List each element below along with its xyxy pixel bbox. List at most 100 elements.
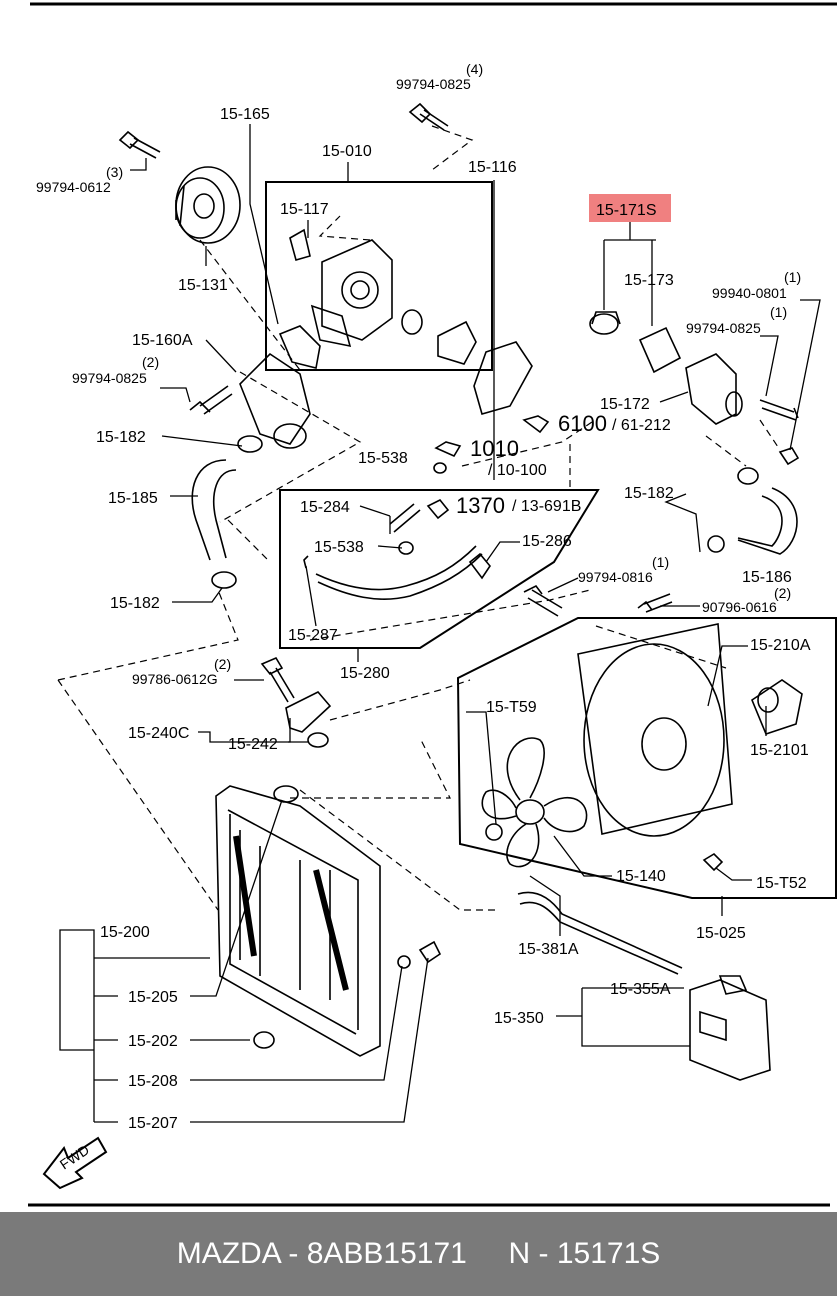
radiator-15-200 [215,785,381,1057]
highlight-box [589,194,671,222]
label-99794-0825-right: 99794-0825 [686,320,761,336]
fan-shroud-box [456,617,837,899]
label-99794-0825-left: 99794-0825 [72,370,147,386]
label-15-165: 15-165 [220,106,270,123]
label-13-691b: / 13-691B [512,498,581,515]
drain-plug-15-202 [253,1031,275,1049]
label-15-186: 15-186 [742,569,792,586]
label-15-287: 15-287 [288,627,338,644]
bolt-99794-0825-left [189,385,233,415]
reservoir-15-350 [689,975,771,1081]
label-15-2101: 15-2101 [750,742,809,759]
label-qty-2-c: (2) [214,656,231,672]
part-number-footer: MAZDA - 8ABB15171 N - 15171S [0,1212,837,1296]
cover-15-172 [685,353,743,425]
bolt-99794-0825-right [759,399,799,421]
label-15-182-c: 15-182 [110,595,160,612]
label-1370: 1370 [456,493,505,518]
bolt-15-t52 [702,852,724,872]
label-qty-2-a: (2) [142,354,159,370]
footer-text: MAZDA - 8ABB15171 N - 15171S [176,1237,661,1270]
label-15-350: 15-350 [494,1010,544,1027]
label-15-381a: 15-381A [518,941,579,958]
label-1010: 1010 [470,436,519,461]
label-15-t59: 15-T59 [486,699,537,716]
bypass-hose-box [279,489,600,649]
label-6100: 6100 [558,411,607,436]
pulley-15-131 [175,166,241,244]
label-15-171s: 15-171S [596,202,657,219]
label-15-140: 15-140 [616,868,666,885]
grommet-15-242 [307,732,329,748]
label-15-240c: 15-240C [128,725,189,742]
label-15-182-a: 15-182 [96,429,146,446]
fan-15-140 [481,737,588,868]
oring-15-208 [397,955,411,969]
label-15-284: 15-284 [300,499,350,516]
label-15-280: 15-280 [340,665,390,682]
radiator-cap-15-205 [273,785,299,803]
label-qty-1-b: (1) [770,304,787,320]
clamp-15-182-c [737,467,759,485]
label-15-t52: 15-T52 [756,875,807,892]
label-15-173: 15-173 [624,272,674,289]
gasket-15-165 [278,325,321,369]
hose-15-381a [517,891,683,975]
bolt-99794-0816 [523,584,563,617]
part-1010 [434,441,462,458]
plug-15-207 [418,940,442,964]
label-15-010: 15-010 [322,143,372,160]
hose-15-185 [191,459,237,561]
nut-15-t59 [485,823,503,841]
clamp-15-182-b [211,571,237,589]
dashed-guides [57,125,781,911]
bypass-hose-15-280 [303,498,491,600]
label-qty-4: (4) [466,61,483,77]
label-15-207: 15-207 [128,1115,178,1132]
label-15-210a: 15-210A [750,637,811,654]
label-15-116: 15-116 [468,159,517,176]
part-labels: 99794-0825 (4) 15-165 15-010 15-116 (3) … [36,61,811,1132]
parts-diagram: FWD 99794-0825 (4) 15-165 15-010 15-116 … [28,2,837,1207]
label-15-025: 15-025 [696,925,746,942]
bolt-99794-0612 [118,130,161,159]
label-qty-1-c: (1) [652,554,669,570]
label-15-117: 15-117 [280,201,329,218]
clamp-15-182-d [707,535,725,553]
label-10-100: / 10-100 [488,462,547,479]
pipe-15-160a [239,352,311,449]
shroud-15-210a [577,623,733,837]
label-15-242: 15-242 [228,736,278,753]
label-15-172: 15-172 [600,396,650,413]
clip-15-538-a [433,462,447,474]
bolt-99786-0612g [260,656,295,703]
label-15-205: 15-205 [128,989,178,1006]
hose-15-186 [737,487,798,555]
label-99786-0612g: 99786-0612G [132,671,218,687]
label-15-182-b: 15-182 [624,485,674,502]
label-99940-0801: 99940-0801 [712,285,787,301]
label-15-208: 15-208 [128,1073,178,1090]
label-15-286: 15-286 [522,533,572,550]
label-qty-2-b: (2) [774,585,791,601]
gasket-15-173 [638,326,682,374]
part-6100 [522,415,550,434]
label-99794-0612: 99794-0612 [36,179,111,195]
label-qty-3: (3) [106,164,123,180]
bolt-90796-0616 [637,593,673,613]
water-pump-15-010 [289,228,477,365]
label-15-538-a: 15-538 [358,450,408,467]
label-15-185: 15-185 [108,490,158,507]
leader-lines [59,124,821,1123]
bracket-15-240c [285,691,332,733]
label-15-131: 15-131 [178,277,228,294]
label-15-160a: 15-160A [132,332,193,349]
nut-99940-0801 [778,447,800,466]
label-15-355a: 15-355A [610,981,671,998]
bolt-99794-0825-top [408,102,449,131]
fan-motor-15-2101 [751,679,803,735]
water-pump-box [265,181,493,371]
thermostat-15-171s [589,311,621,335]
label-61-212: / 61-212 [612,417,671,434]
label-15-538-b: 15-538 [314,539,364,556]
